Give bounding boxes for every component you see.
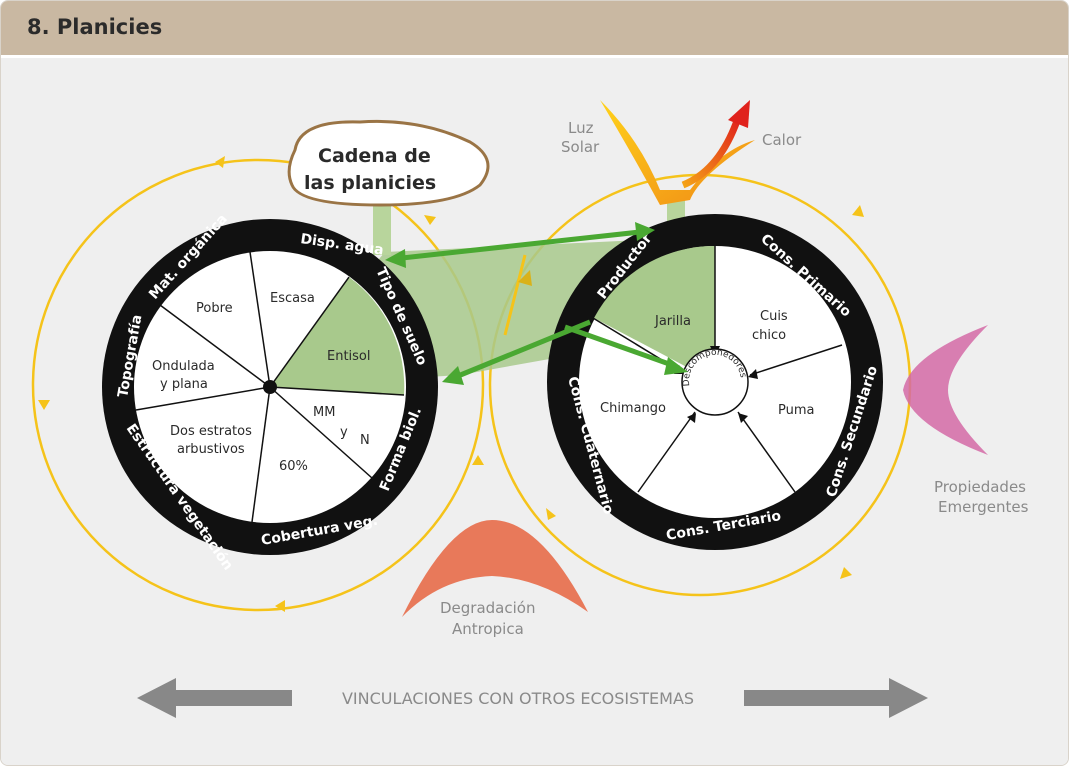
degradation-label-2: Antropica <box>452 620 524 638</box>
segment-ondulada: Ondulada <box>152 359 215 374</box>
segment-estratos: Dos estratos <box>170 424 252 439</box>
green-flow-arrows <box>385 222 688 385</box>
emergent-shape <box>903 325 988 455</box>
page-title: 8. Planicies <box>27 15 163 39</box>
wheel-hub <box>263 380 277 394</box>
heat-label: Calor <box>762 131 802 149</box>
segment-mm: MM <box>313 405 335 420</box>
trophic-chain-wheel: Descomponedores Jarilla Cuis chico Puma … <box>547 214 883 550</box>
emergent-label-2: Emergentes <box>938 498 1029 516</box>
segment-ondulada-2: y plana <box>160 377 208 392</box>
degradation-label: Degradación <box>440 599 535 617</box>
soil-factors-wheel: Pobre Escasa Entisol Ondulada y plana Do… <box>102 211 438 573</box>
links-label: VINCULACIONES CON OTROS ECOSISTEMAS <box>342 689 694 708</box>
wheel-spokes <box>592 246 843 493</box>
right-link-arrow <box>744 678 928 718</box>
chain-cloud <box>287 119 490 207</box>
sunlight-label: Luz <box>568 119 594 137</box>
chain-connector <box>373 205 391 255</box>
segment-chimango: Chimango <box>600 401 666 416</box>
segment-entisol-label: Entisol <box>327 349 371 364</box>
cycle-arrowhead <box>546 508 556 520</box>
cycle-arrowhead <box>840 567 852 579</box>
left-link-arrow <box>137 678 292 718</box>
green-arrowhead <box>442 366 464 385</box>
segment-cuis-2: chico <box>752 328 786 343</box>
degradation-shape <box>402 520 588 617</box>
segment-cobertura: 60% <box>279 459 308 474</box>
segment-cuis: Cuis <box>760 309 788 324</box>
heat-arrow-icon <box>681 100 750 189</box>
segment-n: N <box>360 433 370 448</box>
segment-jarilla <box>594 245 715 382</box>
sunlight-label-2: Solar <box>561 138 600 156</box>
wheel-spokes <box>135 251 405 523</box>
energy-flow-arrow <box>503 254 527 336</box>
cycle-arrowhead <box>424 215 436 225</box>
cycle-arrowhead <box>472 455 484 465</box>
cycle-arrowhead <box>852 205 864 217</box>
green-arrowhead <box>385 249 406 268</box>
sun-icon <box>600 100 755 205</box>
chain-title-2: las planicies <box>304 172 436 194</box>
segment-jarilla-label: Jarilla <box>654 314 691 329</box>
green-arrowhead <box>664 357 688 375</box>
cycle-arrowhead <box>215 156 225 168</box>
cycle-arrowhead <box>275 600 285 612</box>
green-arrowhead <box>635 222 655 241</box>
nutrient-cycle-left <box>31 156 485 612</box>
cycle-arrowhead <box>38 400 50 410</box>
header-bar: 8. Planicies <box>1 1 1068 58</box>
energy-flow-arrowhead <box>518 270 532 286</box>
segment-entisol <box>270 277 405 395</box>
segment-y: y <box>340 425 348 440</box>
segment-escasa: Escasa <box>270 291 315 306</box>
emergent-label: Propiedades <box>934 478 1026 496</box>
chain-title-1: Cadena de <box>318 145 431 167</box>
segment-pobre: Pobre <box>196 301 233 316</box>
decomposers-hub <box>681 348 749 416</box>
segment-estratos-2: arbustivos <box>177 442 245 457</box>
segment-puma: Puma <box>778 403 814 418</box>
